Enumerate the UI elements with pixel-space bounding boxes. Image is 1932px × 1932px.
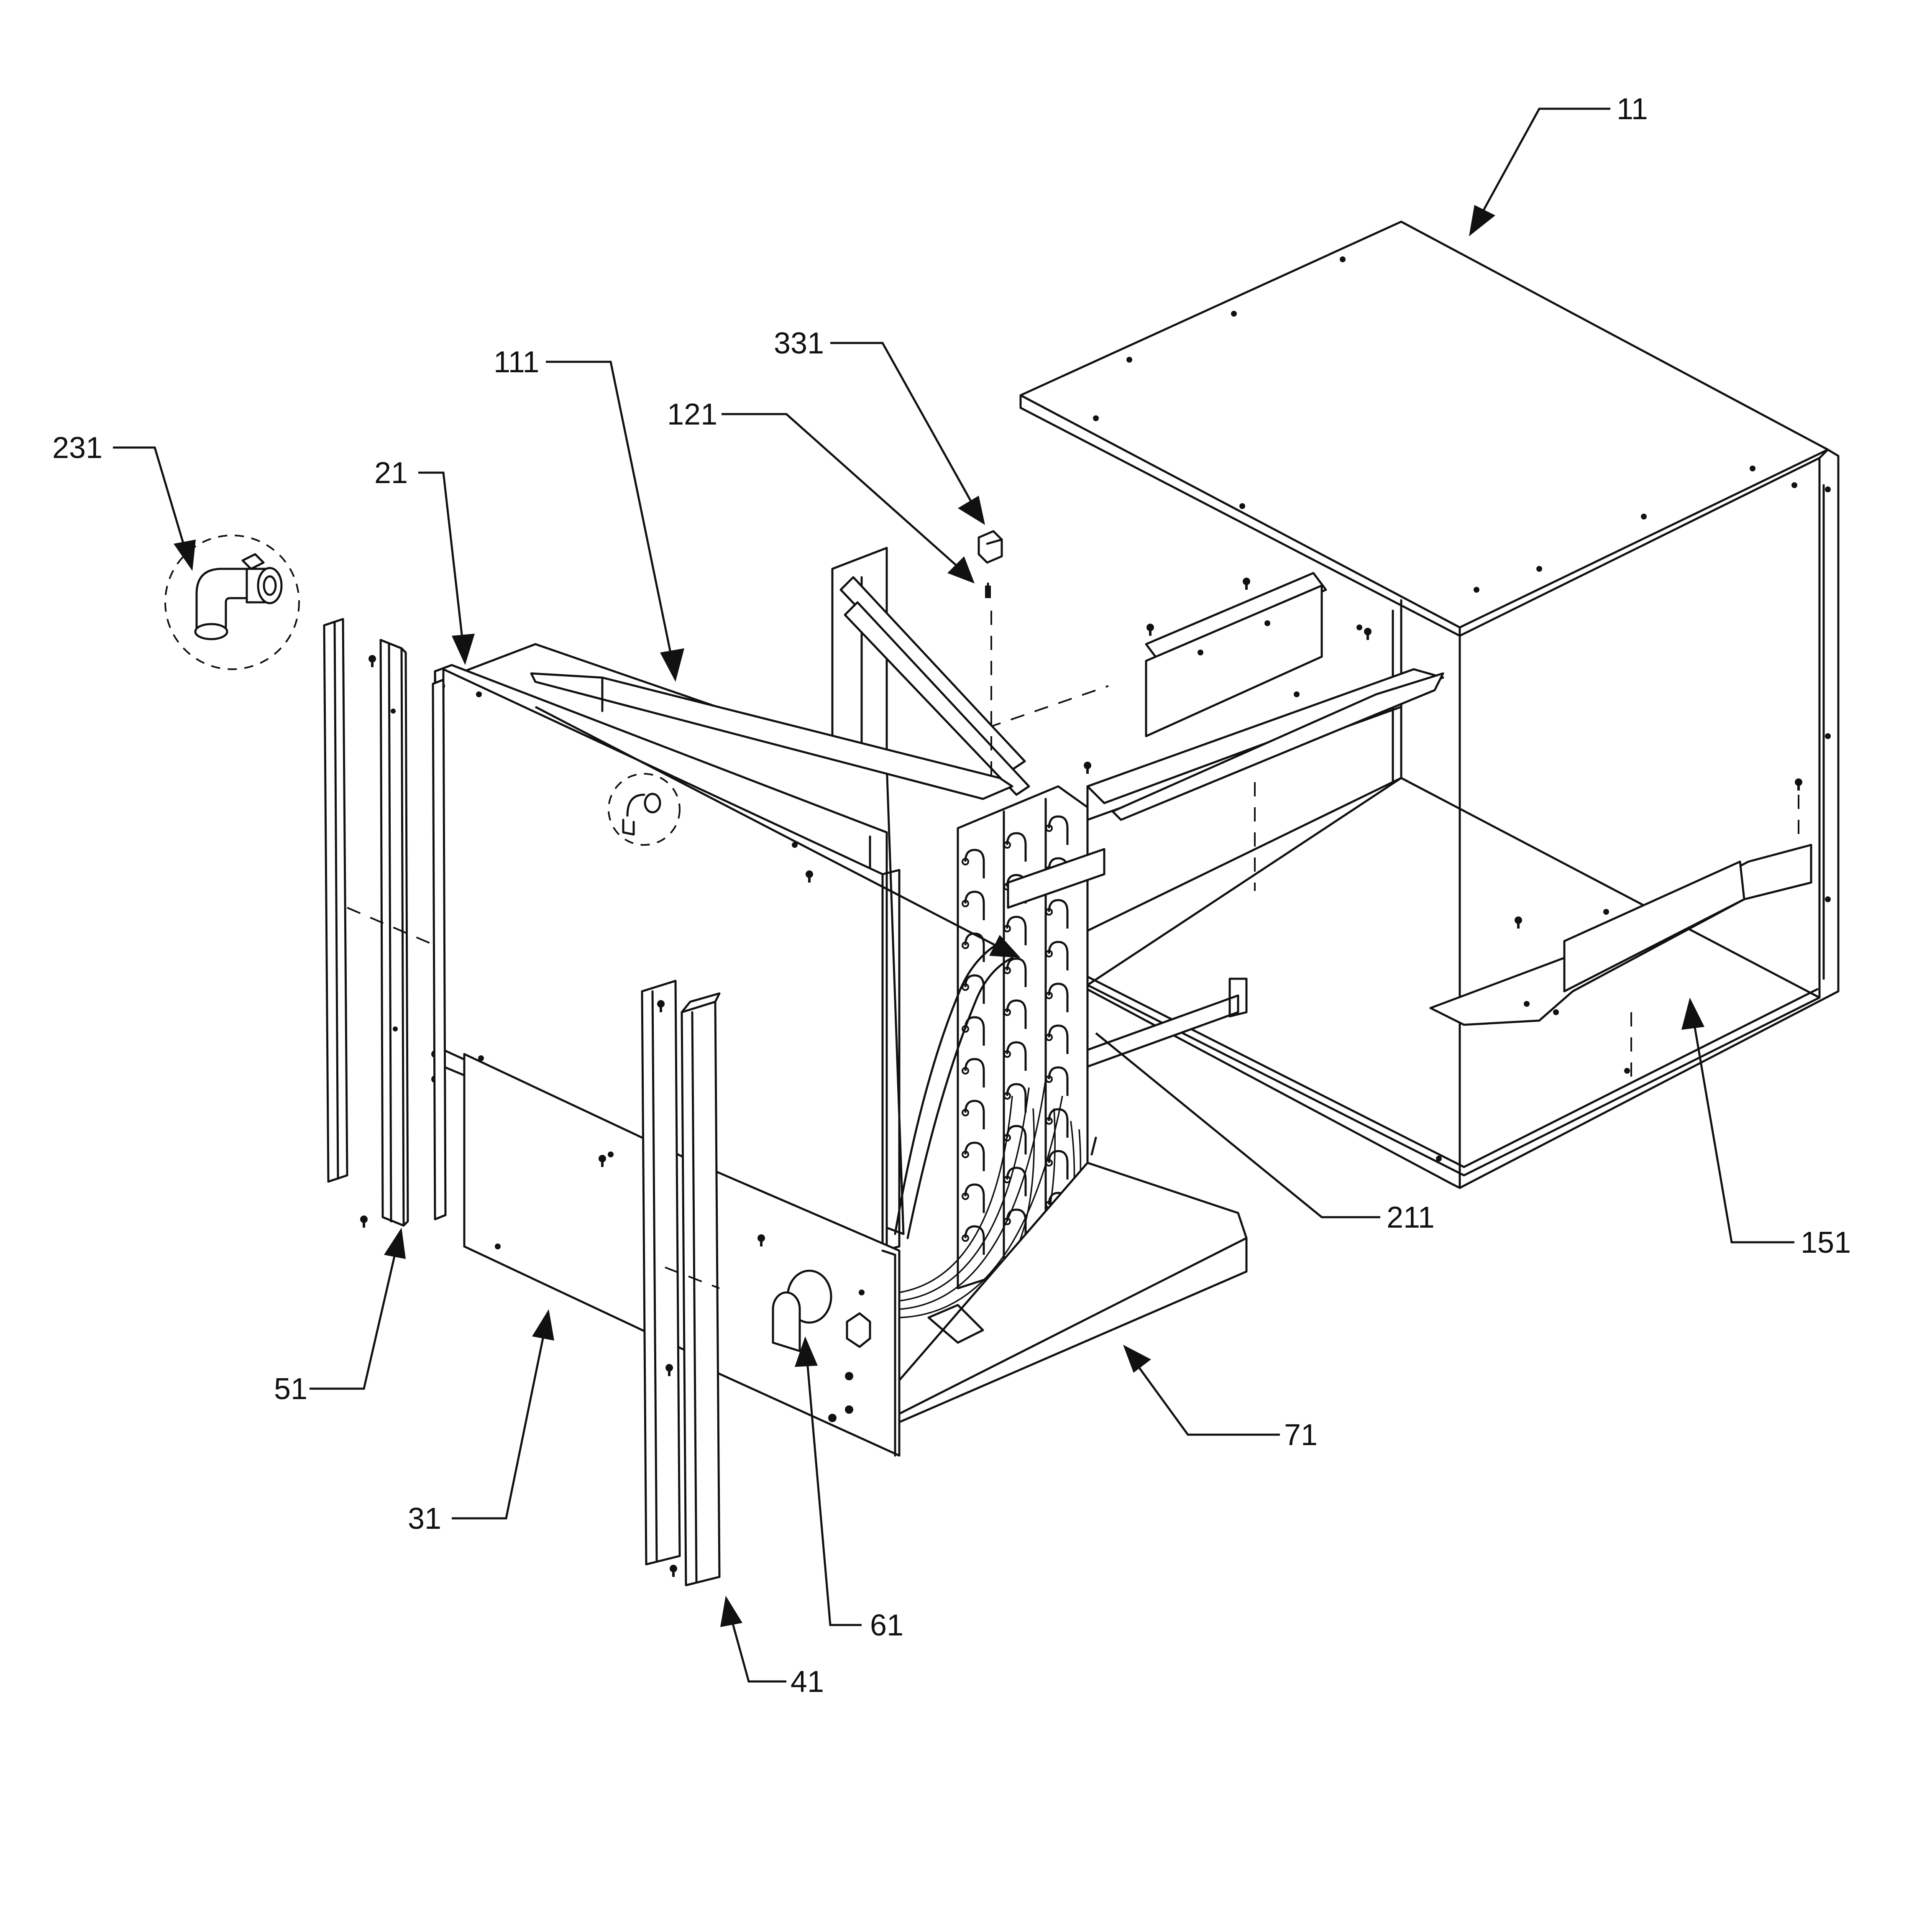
- callout-51: 51: [274, 1372, 307, 1406]
- callout-21: 21: [374, 456, 408, 490]
- coil-fitting-detail: [608, 773, 681, 846]
- callout-11: 11: [1617, 92, 1648, 126]
- elbow-fitting-231: [164, 535, 300, 670]
- callout-211: 211: [1387, 1201, 1435, 1234]
- callout-61: 61: [870, 1609, 903, 1642]
- callout-231: 231: [52, 431, 102, 465]
- callout-111: 111: [494, 345, 539, 379]
- callout-151: 151: [1801, 1226, 1851, 1259]
- callout-41: 41: [791, 1665, 824, 1699]
- cabinet-housing: [987, 220, 1840, 1189]
- callout-121: 121: [667, 398, 717, 431]
- coil-assembly: [431, 547, 1248, 1457]
- fitting-61: [772, 1269, 871, 1422]
- front-strips: [641, 980, 721, 1587]
- side-strips-left: [323, 618, 447, 1228]
- callout-labels: 11 111 331 121 231 21 211 151 51 71 31 6…: [52, 92, 1851, 1699]
- callout-31: 31: [408, 1502, 441, 1535]
- small-fasteners: [978, 530, 1003, 778]
- callout-331: 331: [774, 327, 824, 360]
- callout-71: 71: [1284, 1418, 1318, 1452]
- callout-leaders: [113, 107, 1794, 1683]
